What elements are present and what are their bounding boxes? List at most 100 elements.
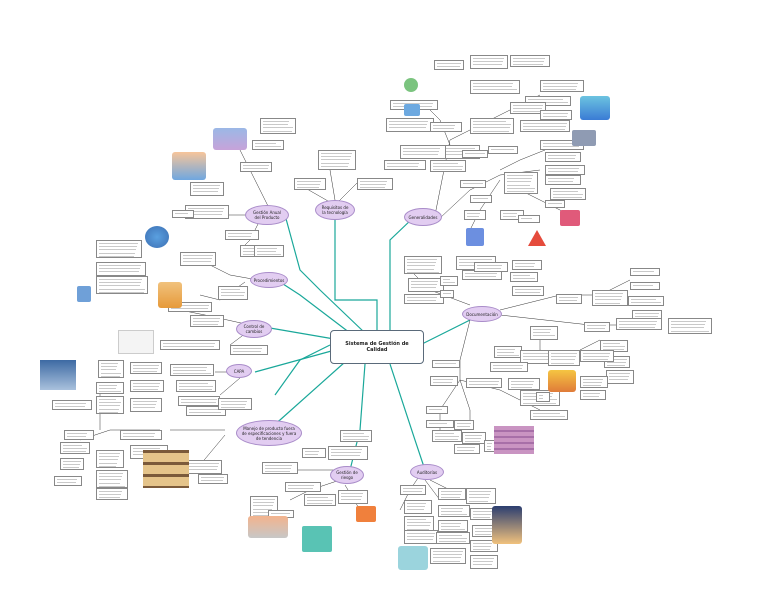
- leaf-note: [470, 80, 520, 94]
- handshake-image: [248, 516, 288, 538]
- leaf-note: [432, 430, 462, 442]
- leaf-note: [384, 160, 426, 170]
- leaf-note: [186, 460, 222, 474]
- branch-control-cambios[interactable]: Control de cambios: [236, 320, 272, 338]
- auditor-image: [492, 506, 522, 544]
- people-meeting-image: [213, 128, 247, 150]
- leaf-note: [404, 294, 444, 304]
- leaf-note: [436, 532, 470, 544]
- leaf-note: [462, 150, 488, 158]
- leaf-note: [540, 80, 584, 92]
- leaf-note: [404, 500, 432, 514]
- leaf-note: [536, 392, 550, 402]
- leaf-note: [404, 256, 442, 274]
- fishbone-image: [118, 330, 154, 354]
- leaf-note: [512, 260, 542, 270]
- leaf-note: [550, 188, 586, 200]
- leaf-note: [318, 150, 356, 170]
- branch-documentacion[interactable]: Documentación: [462, 306, 502, 322]
- branch-requisitos-tecnologia[interactable]: Requisitos de la tecnología: [315, 200, 355, 220]
- leaf-note: [98, 360, 124, 378]
- leaf-note: [240, 162, 272, 172]
- leaf-note: [426, 420, 454, 428]
- leaf-note: [262, 462, 298, 474]
- leaf-note: [130, 398, 162, 412]
- flag-image: [560, 210, 580, 226]
- leaf-note: [430, 122, 462, 132]
- leaf-note: [464, 210, 486, 220]
- leaf-note: [584, 322, 610, 332]
- leaf-note: [540, 110, 572, 120]
- leaf-note: [580, 390, 606, 400]
- leaf-note: [462, 432, 486, 444]
- leaf-note: [470, 195, 492, 203]
- leaf-note: [198, 474, 228, 484]
- shelves-image: [143, 450, 189, 488]
- leaf-note: [430, 376, 458, 386]
- padlock-image: [548, 370, 576, 392]
- leaf-note: [490, 362, 528, 372]
- leaf-note: [616, 318, 662, 330]
- leaf-note: [454, 420, 474, 430]
- leaf-note: [54, 476, 82, 486]
- leaf-note: [606, 370, 634, 384]
- leaf-note: [408, 278, 444, 292]
- branch-capa[interactable]: CAPA: [226, 364, 252, 378]
- leaf-note: [600, 340, 628, 352]
- leaf-note: [60, 458, 84, 470]
- leaf-note: [178, 396, 220, 406]
- document-icon: [356, 506, 376, 522]
- leaf-note: [548, 350, 580, 366]
- branch-procedimientos[interactable]: Procedimientos: [250, 272, 288, 288]
- leaf-note: [430, 548, 466, 564]
- leaf-note: [510, 55, 550, 67]
- leaf-note: [512, 286, 544, 296]
- leaf-note: [630, 282, 660, 290]
- branch-especificaciones[interactable]: Manejo de producto fuera de especificaci…: [236, 420, 302, 446]
- laptop-image: [572, 130, 596, 146]
- leaf-note: [285, 482, 321, 492]
- leaf-note: [96, 488, 128, 500]
- leaf-note: [160, 340, 220, 350]
- leaf-note: [545, 200, 565, 208]
- leaf-note: [252, 140, 284, 150]
- leaf-note: [494, 346, 522, 358]
- people-illustration-image: [172, 152, 206, 180]
- branch-generalidades[interactable]: Generalidades: [404, 208, 442, 226]
- leaf-note: [470, 540, 498, 552]
- leaf-note: [52, 400, 92, 410]
- leaf-note: [466, 488, 496, 504]
- leaf-note: [96, 276, 148, 294]
- leaf-note: [180, 252, 216, 266]
- leaf-note: [508, 378, 540, 390]
- worker-image: [145, 226, 169, 248]
- leaf-note: [466, 378, 502, 388]
- leaf-note: [460, 180, 486, 188]
- leaf-note: [430, 160, 466, 172]
- leaf-note: [338, 490, 368, 504]
- leaf-note: [525, 96, 571, 106]
- leaf-note: [170, 364, 214, 376]
- branch-gestion-anual[interactable]: Gestión Anual del Producto: [245, 205, 289, 225]
- leaf-note: [304, 494, 336, 506]
- branch-gestion-riesgo[interactable]: Gestión de riesgo: [330, 466, 364, 484]
- leaf-note: [580, 376, 608, 388]
- leaf-note: [176, 380, 216, 392]
- lab-worker-image: [40, 360, 76, 390]
- branch-auditorias[interactable]: Auditorías: [410, 464, 444, 480]
- leaf-note: [230, 345, 268, 355]
- leaf-note: [186, 406, 226, 416]
- leaf-note: [400, 485, 426, 495]
- central-topic[interactable]: Sistema de Gestión de Calidad: [330, 330, 424, 364]
- leaf-note: [328, 446, 368, 460]
- leaf-note: [190, 182, 224, 196]
- leaf-note: [510, 102, 546, 114]
- leaf-note: [432, 360, 460, 368]
- leaf-note: [172, 210, 194, 218]
- leaf-note: [96, 262, 146, 276]
- leaf-note: [438, 520, 468, 532]
- leaf-note: [64, 430, 94, 440]
- leaf-note: [260, 118, 296, 134]
- leaf-note: [400, 145, 446, 159]
